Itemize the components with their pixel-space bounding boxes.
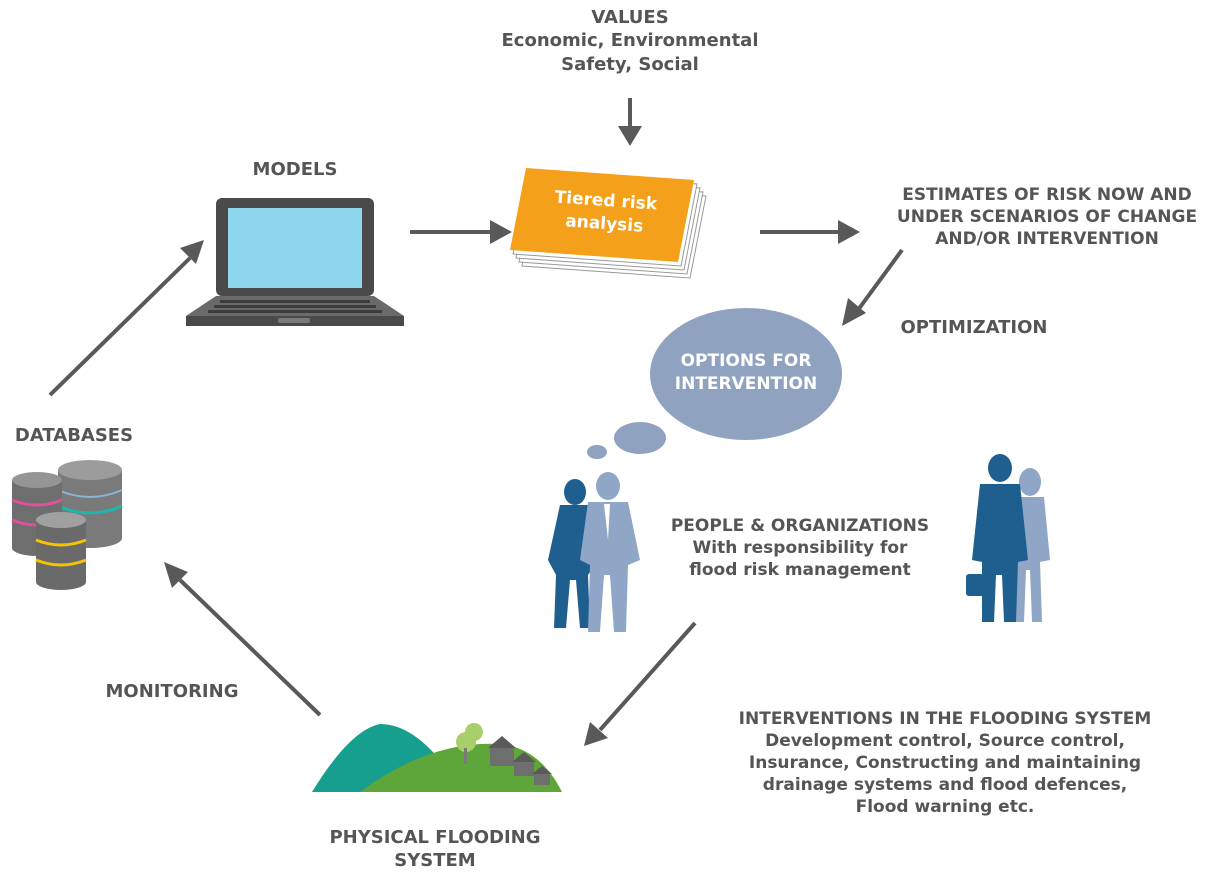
people-line1: With responsibility for <box>692 538 908 559</box>
arrow-analysis-to-estimates <box>760 220 860 244</box>
interventions-line4: Flood warning etc. <box>855 797 1035 818</box>
estimates-line2: UNDER SCENARIOS OF CHANGE <box>896 207 1198 228</box>
databases-label: DATABASES <box>14 425 134 446</box>
options-line1: OPTIONS FOR <box>680 351 812 371</box>
values-label: VALUES Economic, Environmental Safety, S… <box>480 6 780 76</box>
arrow-estimates-to-options <box>842 248 904 326</box>
estimates-line3: AND/OR INTERVENTION <box>935 229 1159 250</box>
landscape-illustration <box>312 723 562 792</box>
risk-analysis-box <box>510 168 707 279</box>
arrow-physical-to-databases <box>164 562 322 717</box>
options-line2: INTERVENTION <box>674 373 818 394</box>
estimates-label: ESTIMATES OF RISK NOW AND UNDER SCENARIO… <box>874 184 1220 250</box>
arrow-databases-to-models <box>48 240 204 397</box>
people-title: PEOPLE & ORGANIZATIONS <box>670 516 930 536</box>
database-icon <box>11 460 123 590</box>
people-silhouettes-right <box>966 454 1050 622</box>
arrow-models-to-analysis <box>410 220 512 244</box>
physical-label: PHYSICAL FLOODING SYSTEM <box>329 827 541 872</box>
estimates-line1: ESTIMATES OF RISK NOW AND <box>902 185 1192 205</box>
options-bubble <box>587 308 842 459</box>
people-line2: flood risk management <box>689 560 911 581</box>
values-line1: Economic, Environmental <box>501 30 759 52</box>
arrow-people-to-physical <box>584 621 697 746</box>
people-silhouettes-left <box>548 472 640 632</box>
values-title: VALUES <box>591 7 669 28</box>
people-label: PEOPLE & ORGANIZATIONS With responsibili… <box>650 515 950 581</box>
optimization-label: OPTIMIZATION <box>900 317 1048 338</box>
models-label: MODELS <box>252 159 338 180</box>
values-line2: Safety, Social <box>561 53 699 75</box>
laptop-icon <box>186 198 404 326</box>
options-text: OPTIONS FOR INTERVENTION <box>650 350 842 396</box>
interventions-label: INTERVENTIONS IN THE FLOODING SYSTEM Dev… <box>700 708 1190 818</box>
monitoring-label: MONITORING <box>105 681 239 702</box>
diagram-canvas <box>11 98 1050 792</box>
interventions-title: INTERVENTIONS IN THE FLOODING SYSTEM <box>738 709 1152 729</box>
interventions-line2: Insurance, Constructing and maintaining <box>748 753 1142 774</box>
interventions-line1: Development control, Source control, <box>765 731 1125 752</box>
interventions-line3: drainage systems and flood defences, <box>762 775 1128 796</box>
arrow-values-to-analysis <box>618 98 642 146</box>
